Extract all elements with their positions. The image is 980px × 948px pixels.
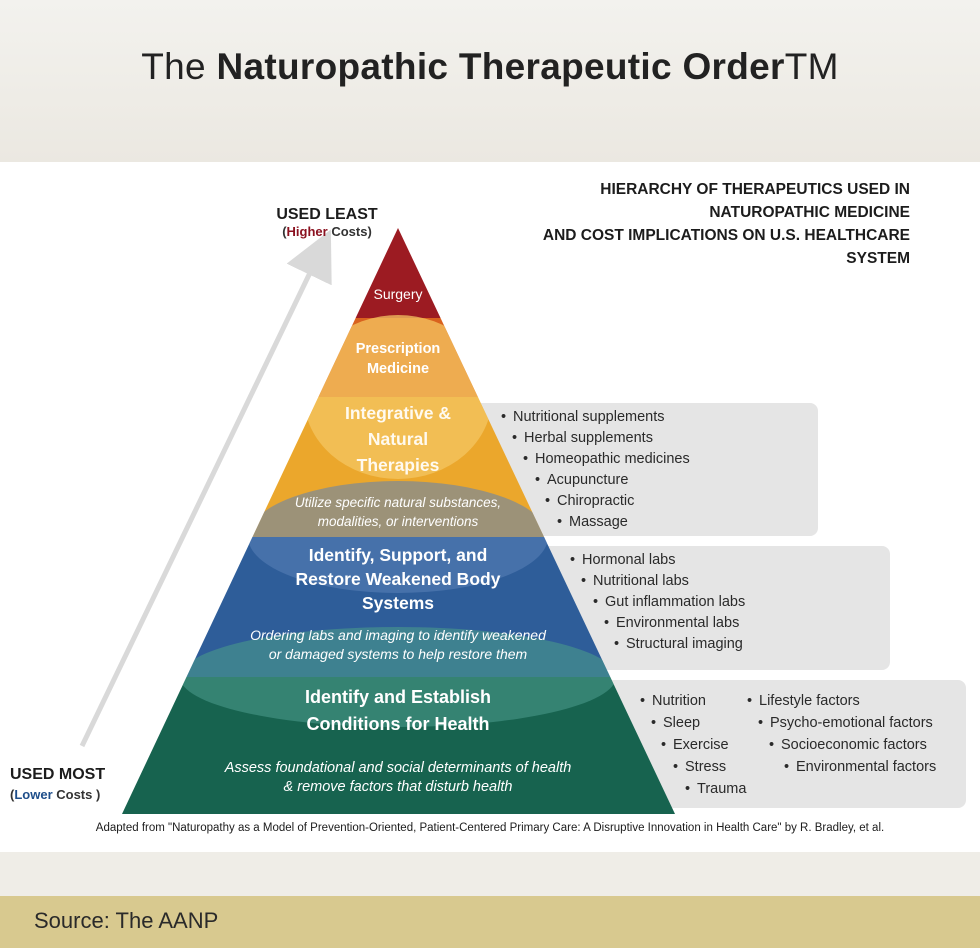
list-item: Acupuncture [535, 470, 702, 491]
source-label: Source: The AANP [34, 908, 219, 933]
establish-bullet-list-1: Nutrition Sleep Exercise Stress Trauma [0, 690, 746, 800]
establish-label: Identify and Establish Conditions for He… [304, 687, 492, 734]
list-item: Socioeconomic factors [769, 734, 944, 756]
establish-description: Assess foundational and social determina… [224, 760, 572, 795]
usage-arrow [79, 229, 332, 748]
integrative-highlight [304, 315, 492, 479]
integrative-bullet-list: Nutritional supplements Herbal supplemen… [0, 407, 690, 533]
list-item: Psycho-emotional factors [758, 712, 933, 734]
establish-highlight [180, 627, 616, 727]
restore-label: Identify, Support, and Restore Weakened … [295, 545, 501, 613]
integrative-description: Utilize specific natural substances, mod… [294, 495, 502, 529]
page-title: The Naturopathic Therapeutic OrderTM [141, 46, 839, 87]
list-item: Nutrition [640, 690, 708, 712]
list-item: Lifestyle factors [747, 690, 922, 712]
hierarchy-heading: HIERARCHY OF THERAPEUTICS USED IN NATURO… [542, 181, 910, 267]
list-item: Structural imaging [614, 634, 766, 655]
list-item: Herbal supplements [512, 428, 679, 449]
list-item: Nutritional labs [581, 571, 733, 592]
list-item: Nutritional supplements [501, 407, 668, 428]
divider-band [0, 852, 980, 896]
surgery-label: Surgery [373, 286, 423, 302]
list-item: Stress [673, 756, 741, 778]
citation: Adapted from "Naturopathy as a Model of … [95, 822, 885, 834]
used-most-label: USED MOST (Lower Costs ) [10, 766, 106, 802]
list-item: Homeopathic medicines [523, 449, 690, 470]
restore-description: Ordering labs and imaging to identify we… [250, 627, 546, 662]
source-band [0, 896, 980, 948]
list-item: Massage [557, 512, 724, 533]
list-item: Chiropractic [545, 491, 712, 512]
restore-bullet-list: Hormonal labs Nutritional labs Gut infla… [0, 550, 745, 655]
list-item: Gut inflammation labs [593, 592, 745, 613]
list-item: Hormonal labs [570, 550, 722, 571]
establish-bullet-list-2: Lifestyle factors Psycho-emotional facto… [0, 690, 936, 778]
list-item: Environmental factors [784, 756, 959, 778]
title-band [0, 0, 980, 162]
restore-highlight [248, 481, 548, 593]
list-item: Sleep [651, 712, 719, 734]
used-least-label: USED LEAST (Higher Costs) [276, 206, 378, 239]
list-item: Environmental labs [604, 613, 756, 634]
prescription-label: Prescription Medicine [355, 341, 441, 377]
list-item: Exercise [661, 734, 729, 756]
list-item: Trauma [685, 778, 753, 800]
integrative-label: Integrative & Natural Therapies [345, 403, 451, 475]
